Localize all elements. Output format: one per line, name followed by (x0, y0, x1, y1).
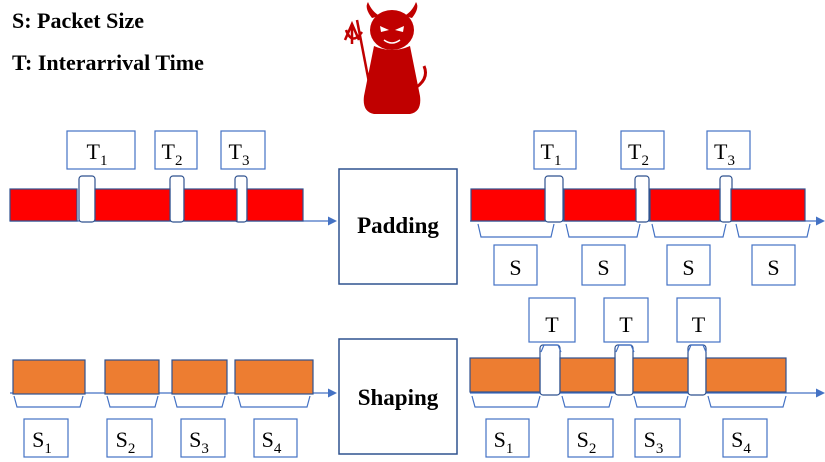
shaping-after-size-label-box (634, 418, 681, 458)
padding-before-gap-label-box (154, 130, 198, 170)
gap-marker (169, 175, 185, 223)
shaping-after-gap-label: T (692, 312, 706, 337)
shaping-before-packet (12, 359, 86, 395)
padding-before-gap-label-box (66, 130, 136, 170)
padding-before-packet (246, 188, 304, 222)
padding-after-size-label-box (493, 244, 538, 286)
size-bracket (735, 223, 811, 238)
legend-packet-size: S: Packet Size (12, 8, 144, 33)
size-bracket (173, 395, 226, 408)
shaping-after-packet (632, 357, 689, 393)
padding-after-axis-arrowhead (816, 216, 825, 226)
padding-after-size-label-box (666, 244, 711, 286)
size-bracket (106, 395, 159, 408)
padding-after-gap-label-box (706, 130, 751, 170)
shaping-after-size-label: S4 (731, 427, 751, 457)
padding-after-gap-label: T2 (628, 139, 649, 169)
size-bracket (477, 223, 555, 238)
shaping-before-packet (104, 359, 160, 395)
padding-after-size-label: S (682, 255, 694, 280)
shaping-after-size-label-box (567, 418, 614, 458)
padding-before-packet (94, 188, 171, 222)
padding-before-packet (9, 188, 78, 222)
shaping-before-size-label-box (253, 418, 298, 458)
shaping-before-size-label: S4 (262, 427, 282, 457)
shaping-after-size-label-box (485, 418, 530, 458)
gap-marker (544, 175, 564, 223)
size-bracket (471, 395, 541, 408)
shaping-after-axis-arrowhead (816, 388, 825, 398)
shaping-after-gap-label-box (676, 297, 721, 343)
padding-after-gap-label: T1 (541, 139, 562, 169)
legend-interarrival-time: T: Interarrival Time (12, 50, 204, 75)
gap-marker (614, 344, 634, 396)
padding-box (338, 168, 458, 285)
padding-before-axis-arrowhead (328, 216, 337, 226)
gap-bracket (687, 344, 707, 353)
padding-before-gap-label: T3 (229, 139, 250, 169)
gap-marker (687, 344, 707, 396)
shaping-after-gap-label-box (603, 297, 649, 343)
padding-box-label: Padding (357, 213, 439, 238)
gap-marker (78, 175, 96, 223)
size-bracket (707, 395, 787, 408)
shaping-after-packet (559, 357, 616, 393)
shaping-after-gap-label-box (528, 297, 576, 343)
shaping-after-size-label: S1 (494, 427, 514, 457)
padding-after-packet (649, 188, 721, 222)
gap-bracket (540, 344, 562, 353)
padding-after-gap-label-box (533, 130, 577, 170)
shaping-before-axis-arrowhead (328, 388, 337, 398)
padding-after-gap-label-box (620, 130, 665, 170)
shaping-before-size-label: S3 (189, 427, 209, 457)
shaping-after-packet (469, 357, 541, 393)
shaping-after-size-label: S3 (644, 427, 664, 457)
shaping-before-size-label-box (180, 418, 226, 458)
padding-after-size-label: S (767, 255, 779, 280)
shaping-before-size-label-box (23, 418, 69, 458)
padding-after-size-label: S (597, 255, 609, 280)
size-bracket (633, 395, 689, 408)
padding-before-gap-label: T2 (162, 139, 183, 169)
size-bracket (13, 395, 84, 408)
gap-marker (634, 175, 650, 223)
size-bracket (561, 395, 613, 408)
size-bracket (651, 223, 727, 238)
devil-icon (343, 2, 427, 114)
size-bracket (237, 395, 311, 408)
gap-bracket (615, 344, 635, 353)
shaping-before-size-label: S2 (116, 427, 136, 457)
shaping-after-gap-label: T (619, 312, 633, 337)
padding-after-packet (470, 188, 546, 222)
padding-before-packet (183, 188, 238, 222)
shaping-after-packet (705, 357, 787, 393)
shaping-before-size-label: S1 (32, 427, 52, 457)
shaping-before-size-label-box (106, 418, 153, 458)
padding-after-size-label-box (751, 244, 796, 286)
shaping-after-gap-label: T (545, 312, 559, 337)
padding-after-packet (563, 188, 637, 222)
shaping-box (338, 338, 458, 455)
shaping-before-packet (234, 359, 314, 395)
gap-marker (719, 175, 733, 223)
padding-after-gap-label: T3 (714, 139, 735, 169)
padding-before-gap-label-box (220, 130, 266, 170)
shaping-before-packet (171, 359, 228, 395)
shaping-after-size-label-box (722, 418, 768, 458)
shaping-box-label: Shaping (358, 385, 439, 410)
shaping-after-size-label: S2 (577, 427, 597, 457)
padding-after-size-label-box (581, 244, 626, 286)
padding-before-gap-label: T1 (87, 139, 108, 169)
gap-marker (539, 344, 561, 396)
size-bracket (565, 223, 641, 238)
padding-after-packet (730, 188, 806, 222)
padding-after-size-label: S (509, 255, 521, 280)
